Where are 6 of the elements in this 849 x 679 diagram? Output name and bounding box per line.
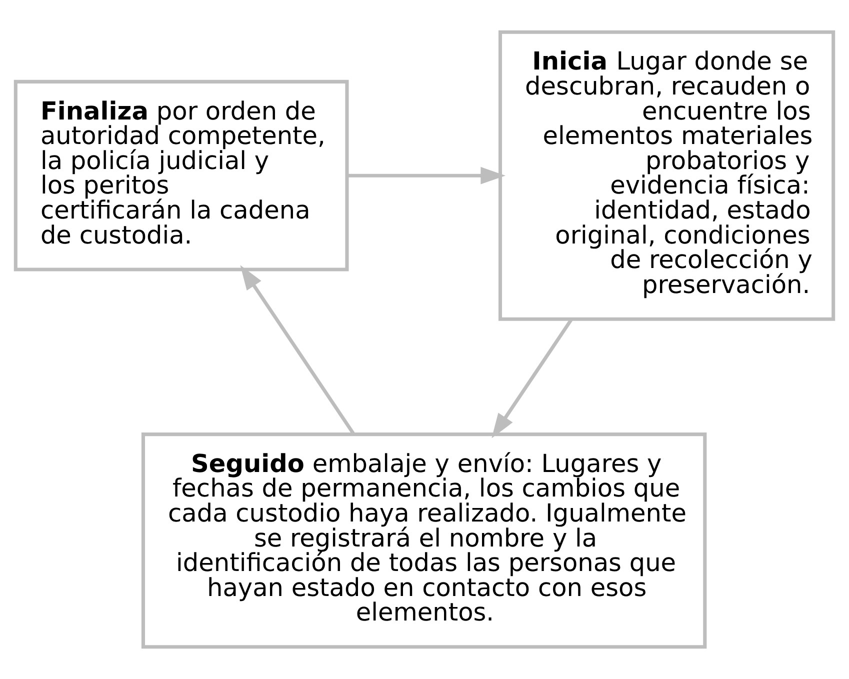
node-box: Finaliza por orden de autoridad competente, la policía judicial y los peritos certificarán la cadena de custodia. xyxy=(14,80,349,272)
node-box: Seguido embalaje y envío: Lugares y fechas de permanencia, los cambios que cada custodio haya realizado. Igualmente se registrará el nombre y la identificación de todas las personas que hayan estado en contacto con esos elementos. xyxy=(141,432,707,649)
arrow xyxy=(240,265,356,436)
node-box: Inicia Lugar donde se descubran, recauden o encuentre los elementos materiales probatorios y evidencia física: identidad, estado original, condiciones de recolección y preservación. xyxy=(498,30,836,321)
arrow xyxy=(492,318,574,438)
arrow xyxy=(347,166,506,184)
